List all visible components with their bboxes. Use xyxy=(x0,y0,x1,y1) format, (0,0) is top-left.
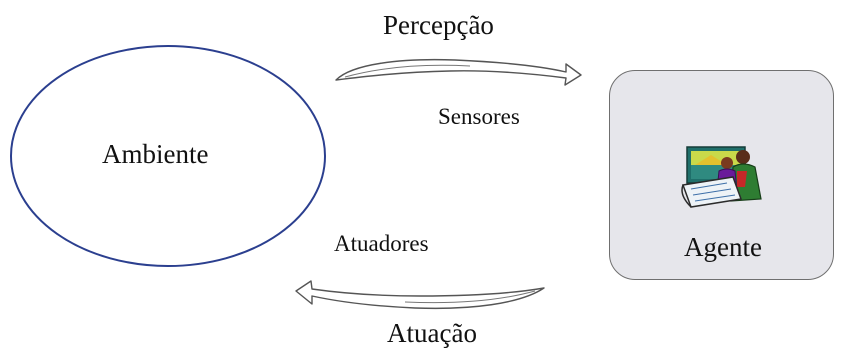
environment-label: Ambiente xyxy=(102,139,209,169)
environment-ellipse xyxy=(10,45,326,267)
clipart-figure-with-blueprint-icon xyxy=(681,146,762,208)
action-arrow xyxy=(295,280,545,310)
actuators-label: Atuadores xyxy=(334,231,429,256)
action-label: Atuação xyxy=(387,318,477,348)
perception-arrow xyxy=(335,58,582,86)
agent-label: Agente xyxy=(684,232,762,262)
action-arrow-twist xyxy=(404,290,536,304)
perception-arrow-twist xyxy=(344,64,471,78)
perception-label: Percepção xyxy=(383,10,494,40)
sensors-label: Sensores xyxy=(438,104,520,129)
